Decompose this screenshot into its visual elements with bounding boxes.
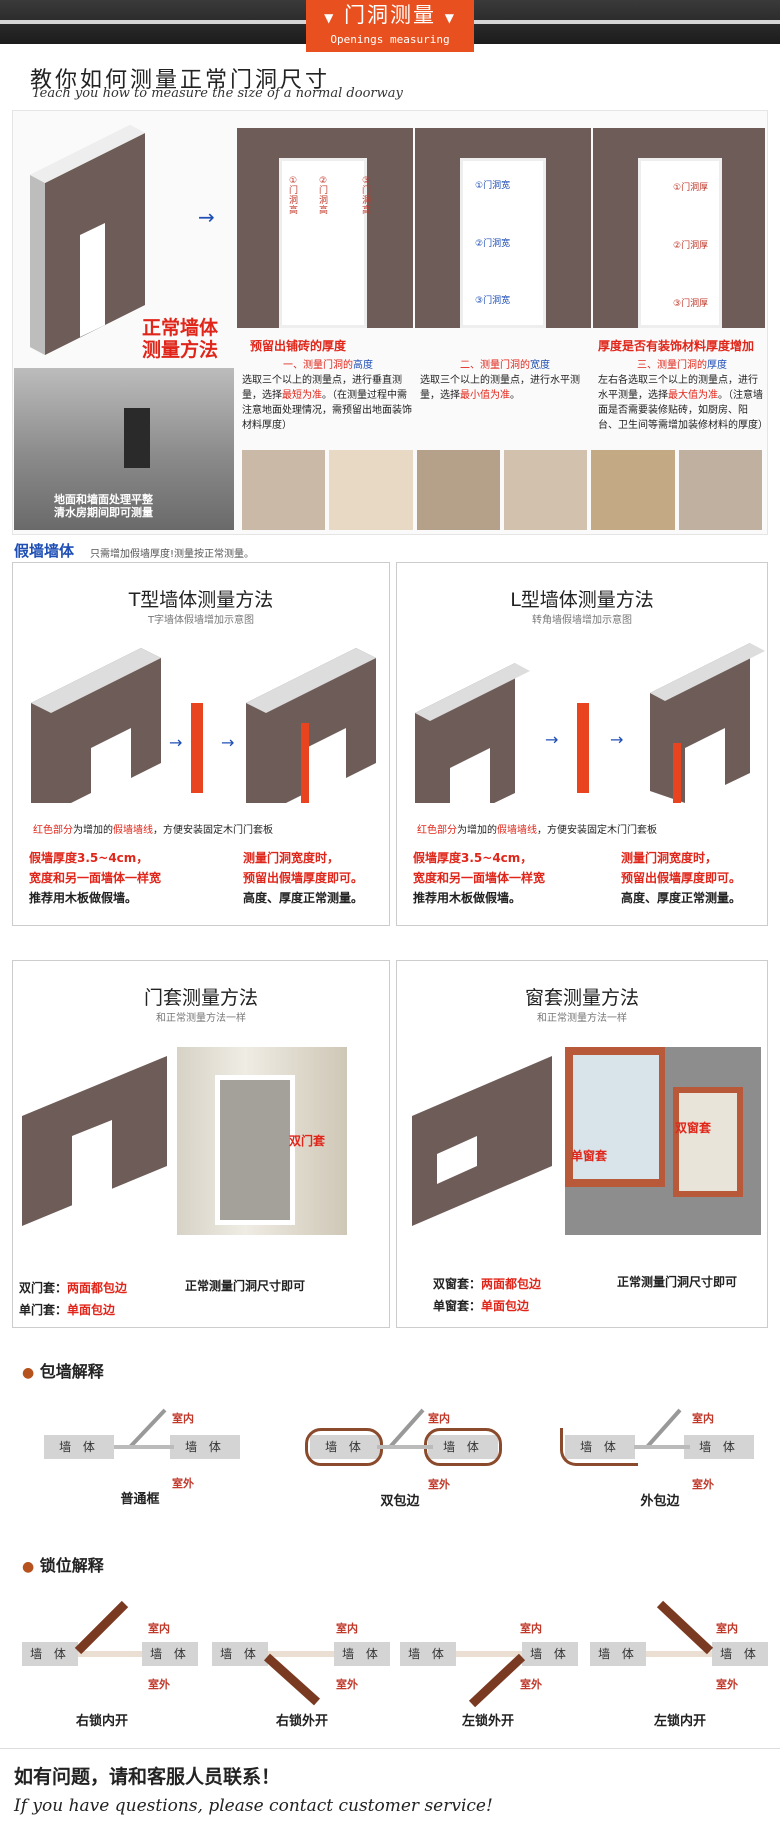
triangle-icon: ▼ bbox=[444, 11, 456, 25]
intro-title-en: Teach you how to measure the size of a n… bbox=[32, 86, 403, 101]
wrap-title: ● 包墙解释 bbox=[22, 1362, 104, 1381]
normal-wall-label: 正常墙体测量方法 bbox=[142, 317, 219, 361]
measure-photos bbox=[242, 450, 762, 530]
door-swing-icon bbox=[634, 1408, 690, 1449]
l-wall-illustration: → → bbox=[415, 643, 765, 803]
photo-caption: 地面和墙面处理平整清水房期间即可测量 bbox=[54, 493, 153, 519]
divider bbox=[0, 1748, 780, 1749]
window-set-illustration bbox=[412, 1056, 552, 1226]
fake-wall-title: 假墙墙体 bbox=[14, 542, 75, 560]
dot-icon: ● bbox=[22, 1365, 35, 1381]
empty-room-photo: 地面和墙面处理平整清水房期间即可测量 bbox=[14, 368, 234, 530]
header-tab: ▼ 门洞测量 ▼ Openings measuring bbox=[306, 0, 474, 52]
t-wall-illustration: → → bbox=[31, 648, 376, 803]
wrap-wall-right-3: 墙 体 bbox=[684, 1435, 754, 1459]
door-set-illustration bbox=[22, 1056, 167, 1226]
door-leaf-icon bbox=[656, 1600, 714, 1655]
l-wall-note: 红色部分为增加的假墙墙线，方便安装固定木门门套板 bbox=[417, 825, 657, 836]
window-set-panel: 窗套测量方法 和正常测量方法一样 单窗套 双窗套 双窗套：两面都包边 单窗套：单… bbox=[396, 960, 768, 1328]
wrap-wall-right-1: 墙 体 bbox=[170, 1435, 240, 1459]
fake-wall-note: 只需增加假墙厚度!测量按正常测量。 bbox=[90, 549, 255, 560]
intro-title: 教你如何测量正常门洞尺寸 bbox=[30, 68, 331, 93]
col1-head: 预留出铺砖的厚度 bbox=[250, 339, 347, 353]
window-set-photo: 单窗套 双窗套 bbox=[565, 1047, 761, 1235]
door-swing-icon bbox=[114, 1408, 174, 1449]
svg-text:→: → bbox=[545, 730, 558, 749]
col3-text: 三、测量门洞的厚度 左右各选取三个以上的测量点，进行水平测量，选择最大值为准。（… bbox=[598, 360, 768, 431]
door-leaf-icon bbox=[74, 1600, 129, 1655]
width-diagram: ①门洞宽 ②门洞宽 ③门洞宽 bbox=[415, 128, 591, 328]
thickness-diagram: ①门洞厚 ②门洞厚 ③门洞厚 bbox=[593, 128, 765, 328]
col3-head: 厚度是否有装饰材料厚度增加 bbox=[598, 339, 755, 353]
door-set-photo: 双门套 bbox=[177, 1047, 347, 1235]
footer-cn: 如有问题，请和客服人员联系！ bbox=[14, 1766, 281, 1788]
door-swing-icon bbox=[377, 1408, 433, 1449]
t-wall-panel: T型墙体测量方法 T字墙体假墙增加示意图 → → 红色部分为增加的假墙墙线，方便… bbox=[12, 562, 390, 926]
svg-text:→: → bbox=[221, 733, 234, 752]
height-diagram: ①门洞高 ②门洞高 ③门洞高 bbox=[237, 128, 413, 328]
col1-text: 一、测量门洞的高度 选取三个以上的测量点，进行垂直测量，选择最短为准。（在测量过… bbox=[242, 360, 412, 431]
header-title: 门洞测量 bbox=[344, 3, 436, 27]
l-wall-panel: L型墙体测量方法 转角墙假墙增加示意图 → → 红色部分为增加的假墙墙线，方便安… bbox=[396, 562, 768, 926]
normal-wall-illustration bbox=[30, 125, 145, 355]
svg-text:→: → bbox=[610, 730, 623, 749]
dot-icon: ● bbox=[22, 1559, 35, 1575]
lock-title: ● 锁位解释 bbox=[22, 1556, 104, 1575]
door-leaf-icon bbox=[263, 1653, 321, 1706]
wrap-wall-left-1: 墙 体 bbox=[44, 1435, 114, 1459]
svg-text:→: → bbox=[169, 733, 182, 752]
door-leaf-icon bbox=[468, 1653, 526, 1708]
arrow-right-icon: → bbox=[198, 205, 215, 229]
col2-text: 二、测量门洞的宽度 选取三个以上的测量点，进行水平测量，选择最小值为准。 bbox=[420, 360, 580, 401]
footer-en: If you have questions, please contact cu… bbox=[14, 1796, 493, 1816]
t-wall-note: 红色部分为增加的假墙墙线，方便安装固定木门门套板 bbox=[33, 825, 273, 836]
door-set-panel: 门套测量方法 和正常测量方法一样 双门套 双门套：两面都包边 单门套：单面包边 … bbox=[12, 960, 390, 1328]
triangle-icon: ▼ bbox=[324, 11, 336, 25]
header-subtitle: Openings measuring bbox=[330, 33, 450, 46]
